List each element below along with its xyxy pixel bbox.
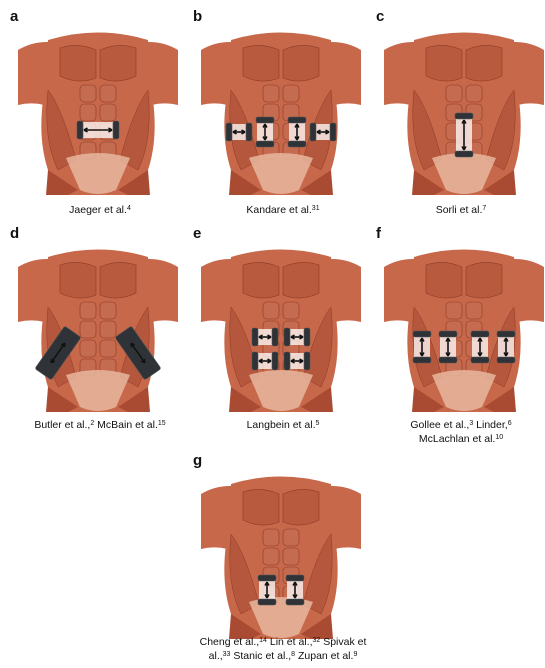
panel-label: f xyxy=(376,225,381,242)
torso-illustration xyxy=(18,30,178,195)
electrode-pad xyxy=(258,599,276,605)
electrode-pad xyxy=(330,123,336,141)
electrode-pad xyxy=(284,352,290,370)
panel-caption: Kandare et al.31 xyxy=(193,203,373,217)
caption-text: Jaeger et al.4 xyxy=(69,204,131,216)
caption-text: McLachlan et al.10 xyxy=(376,432,545,446)
electrode-pad xyxy=(497,331,515,337)
electrode-pad xyxy=(252,352,258,370)
electrode-pad xyxy=(284,328,290,346)
electrode-pad xyxy=(304,328,310,346)
electrode-pad xyxy=(439,357,457,363)
panel-label: d xyxy=(10,225,19,242)
caption-text: Kandare et al.31 xyxy=(246,204,319,216)
torso-illustration xyxy=(384,247,544,412)
electrode-pad xyxy=(310,123,316,141)
torso-illustration xyxy=(201,247,361,412)
caption-text: Sorli et al.7 xyxy=(436,204,487,216)
electrode-pad xyxy=(288,141,306,147)
panel-label: b xyxy=(193,8,202,25)
electrode-pad xyxy=(304,352,310,370)
panel-label: c xyxy=(376,8,384,25)
electrode-pad xyxy=(256,141,274,147)
panel-label: e xyxy=(193,225,201,242)
torso-illustration xyxy=(384,30,544,195)
electrode-pad xyxy=(471,331,489,337)
electrode-pad xyxy=(286,599,304,605)
electrode-pad xyxy=(471,357,489,363)
electrode-pad xyxy=(113,121,119,139)
electrode-pad xyxy=(439,331,457,337)
torso-illustration xyxy=(201,474,361,639)
electrode-pad xyxy=(77,121,83,139)
panel-caption: Jaeger et al.4 xyxy=(10,203,190,217)
electrode-pad xyxy=(256,117,274,123)
caption-text: Langbein et al.5 xyxy=(247,419,320,431)
electrode-pad xyxy=(286,575,304,581)
electrode-pad xyxy=(246,123,252,141)
electrode-pad xyxy=(272,352,278,370)
electrode-pad xyxy=(226,123,232,141)
caption-text: al.,33 Stanic et al.,8 Zupan et al.9 xyxy=(188,649,378,663)
panel-label: g xyxy=(193,452,202,469)
electrode-pad xyxy=(455,151,473,157)
electrode-pad xyxy=(497,357,515,363)
panel-caption: Sorli et al.7 xyxy=(376,203,545,217)
electrode-pad xyxy=(413,331,431,337)
electrode-pad xyxy=(413,357,431,363)
panel-caption: Butler et al.,2 McBain et al.15 xyxy=(10,418,190,432)
electrode-pad xyxy=(258,575,276,581)
electrode-pad xyxy=(455,113,473,119)
torso-illustration xyxy=(201,30,361,195)
caption-text: Cheng et al.,14 Lin et al.,32 Spivak et xyxy=(188,635,378,649)
panel-caption: Langbein et al.5 xyxy=(193,418,373,432)
panel-caption: Cheng et al.,14 Lin et al.,32 Spivak et … xyxy=(188,635,378,663)
electrode-pad xyxy=(272,328,278,346)
caption-text: Gollee et al.,3 Linder,6 xyxy=(376,418,545,432)
panel-caption: Gollee et al.,3 Linder,6 McLachlan et al… xyxy=(376,418,545,446)
torso-illustration xyxy=(18,247,178,412)
caption-text: Butler et al.,2 McBain et al.15 xyxy=(34,419,165,431)
panel-label: a xyxy=(10,8,18,25)
electrode-pad xyxy=(288,117,306,123)
electrode-pad xyxy=(252,328,258,346)
